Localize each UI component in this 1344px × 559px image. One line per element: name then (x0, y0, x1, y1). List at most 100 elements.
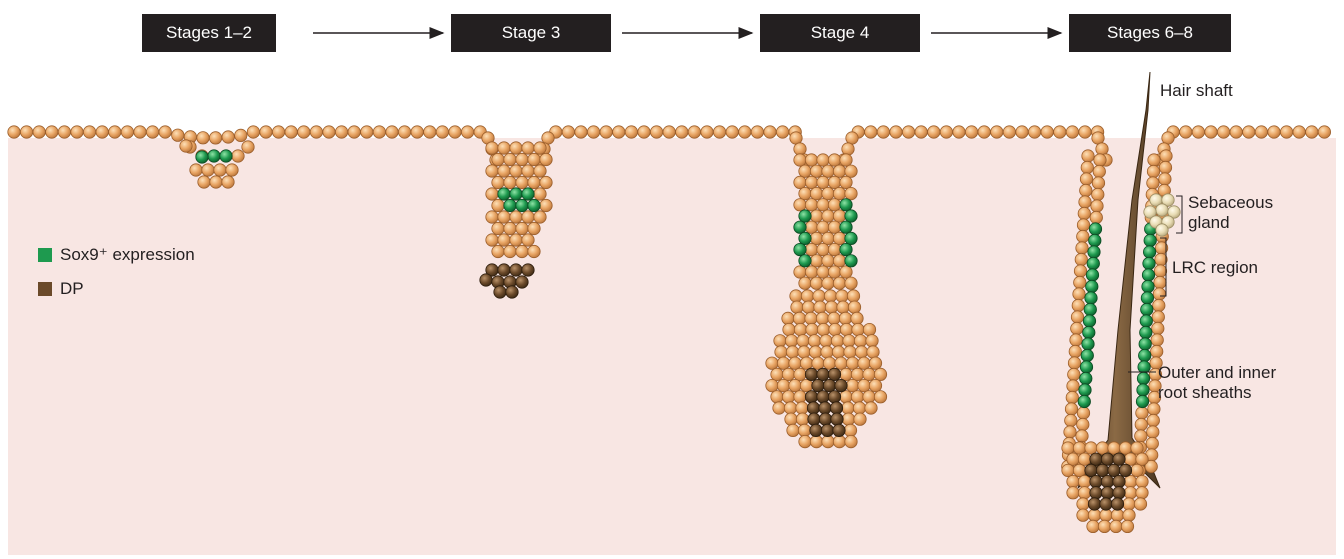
sox9-cell (1142, 280, 1154, 292)
legend-dp: DP (38, 279, 84, 299)
sox9-cell (1137, 384, 1149, 396)
epidermal-cell (846, 132, 858, 144)
epidermal-cell (516, 222, 528, 234)
epidermal-cell (805, 266, 817, 278)
epidermal-cell (1111, 509, 1123, 521)
epidermal-cell (1136, 487, 1148, 499)
epidermal-cell (836, 290, 848, 302)
epidermal-cell (823, 357, 835, 369)
epidermal-cell (1094, 154, 1106, 166)
epidermal-cell (222, 176, 234, 188)
dp-cell (828, 391, 840, 403)
epidermal-cell (1077, 219, 1089, 231)
epidermal-cell (991, 126, 1003, 138)
dp-cell (831, 413, 843, 425)
epidermal-cell (842, 413, 854, 425)
epidermal-cell (794, 368, 806, 380)
epidermal-cell (848, 301, 860, 313)
epidermal-cell (1092, 132, 1104, 144)
epidermal-cell (121, 126, 133, 138)
epidermal-cell (1136, 407, 1148, 419)
epidermal-cell (1152, 322, 1164, 334)
epidermal-cell (822, 435, 834, 447)
sebaceous-cell (1156, 204, 1168, 216)
sox9-cell (840, 199, 852, 211)
epidermal-cell (810, 187, 822, 199)
epidermal-cell (1153, 288, 1165, 300)
sox9-cell (1139, 338, 1151, 350)
epidermal-cell (1147, 414, 1159, 426)
epidermal-cell (810, 255, 822, 267)
legend-label-dp: DP (60, 279, 84, 299)
sox9-cell (1140, 326, 1152, 338)
epidermal-cell (835, 357, 847, 369)
epidermal-cell (915, 126, 927, 138)
epidermal-cell (1003, 126, 1015, 138)
stage-box-4: Stages 6–8 (1069, 14, 1231, 52)
sox9-cell (799, 232, 811, 244)
sox9-cell (1142, 269, 1154, 281)
sox9-cell (1078, 395, 1090, 407)
epidermal-cell (784, 402, 796, 414)
epidermal-cell (1124, 475, 1136, 487)
epidermal-cell (865, 126, 877, 138)
epidermal-cell (794, 266, 806, 278)
sox9-cell (1144, 234, 1156, 246)
epidermal-cell (865, 402, 877, 414)
epidermal-cell (1121, 520, 1133, 532)
epidermal-cell (83, 126, 95, 138)
epidermal-cell (810, 165, 822, 177)
epidermal-cell (1076, 242, 1088, 254)
epidermal-cell (1067, 453, 1079, 465)
epidermal-cell (1155, 253, 1167, 265)
epidermal-cell (1069, 345, 1081, 357)
sox9-cell (845, 255, 857, 267)
epidermal-cell (510, 234, 522, 246)
epidermal-cell (298, 126, 310, 138)
epidermal-cell (816, 312, 828, 324)
epidermal-cell (1068, 368, 1080, 380)
epidermal-cell (800, 357, 812, 369)
dp-cell (823, 379, 835, 391)
epidermal-cell (777, 357, 789, 369)
epidermal-cell (843, 335, 855, 347)
epidermal-cell (806, 323, 818, 335)
dp-cell (480, 274, 492, 286)
sox9-cell (1136, 395, 1148, 407)
epidermal-cell (776, 126, 788, 138)
epidermal-cell (1062, 442, 1074, 454)
epidermal-cell (1092, 177, 1104, 189)
epidermal-cell (96, 126, 108, 138)
epidermal-cell (794, 154, 806, 166)
epidermal-cell (1066, 126, 1078, 138)
epidermal-cell (824, 290, 836, 302)
dp-cell (835, 379, 847, 391)
epidermal-cell (1080, 173, 1092, 185)
epidermal-cell (1146, 437, 1158, 449)
epidermal-cell (510, 211, 522, 223)
epidermal-cell (701, 126, 713, 138)
epidermal-cell (1066, 391, 1078, 403)
epidermal-cell (498, 234, 510, 246)
epidermal-cell (663, 126, 675, 138)
epidermal-cell (775, 346, 787, 358)
epidermal-cell (1074, 276, 1086, 288)
epidermal-cell (542, 132, 554, 144)
epidermal-cell (373, 126, 385, 138)
sox9-cell (1137, 372, 1149, 384)
epidermal-cell (794, 176, 806, 188)
dp-cell (819, 413, 831, 425)
dp-cell (1088, 498, 1100, 510)
epidermal-cell (1078, 453, 1090, 465)
epidermal-cell (832, 346, 844, 358)
epidermal-cell (805, 221, 817, 233)
epidermal-cell (159, 126, 171, 138)
epidermal-cell (247, 126, 259, 138)
epidermal-cell (785, 335, 797, 347)
epidermal-cell (226, 164, 238, 176)
epidermal-cell (1067, 475, 1079, 487)
epidermal-cell (809, 346, 821, 358)
epidermal-cell (528, 245, 540, 257)
legend-swatch-sox9 (38, 248, 52, 262)
